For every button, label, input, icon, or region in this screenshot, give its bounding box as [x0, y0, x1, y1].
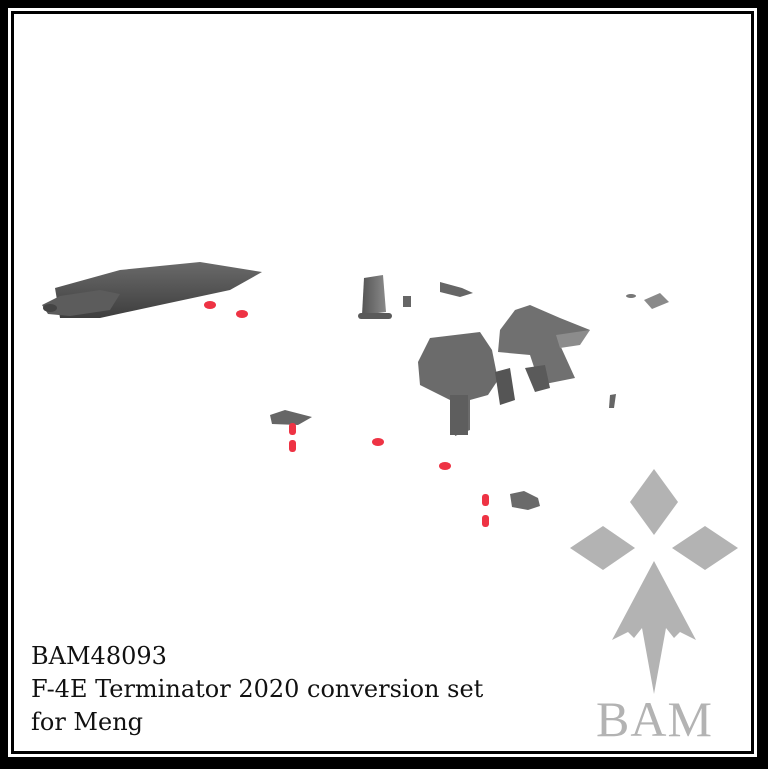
front-cockpit-tub-part: [418, 332, 515, 436]
tail-fin-part: [358, 275, 392, 319]
seat-mount-part: [510, 491, 540, 510]
square-plate-part: [644, 293, 669, 309]
product-subtitle: for Meng: [31, 708, 144, 736]
caption-block: BAM48093 F-4E Terminator 2020 conversion…: [31, 640, 483, 739]
brand-logo-text: BAM: [596, 691, 713, 747]
red-pin-group-left: [204, 301, 248, 318]
rear-cockpit-tub-part: [498, 305, 590, 392]
small-disc-part: [626, 294, 636, 298]
wedge-bracket-part: [270, 410, 312, 425]
outer-frame: [8, 8, 757, 757]
red-pin-group: [289, 423, 489, 527]
ermine-spot-logo-icon: [570, 469, 738, 694]
product-title: F-4E Terminator 2020 conversion set: [31, 675, 484, 703]
curved-fairing-part: [440, 282, 473, 297]
fuselage-spine-part: [42, 262, 262, 318]
small-tab-part: [609, 394, 616, 408]
product-code: BAM48093: [31, 642, 167, 670]
small-bracket-part: [403, 296, 411, 307]
